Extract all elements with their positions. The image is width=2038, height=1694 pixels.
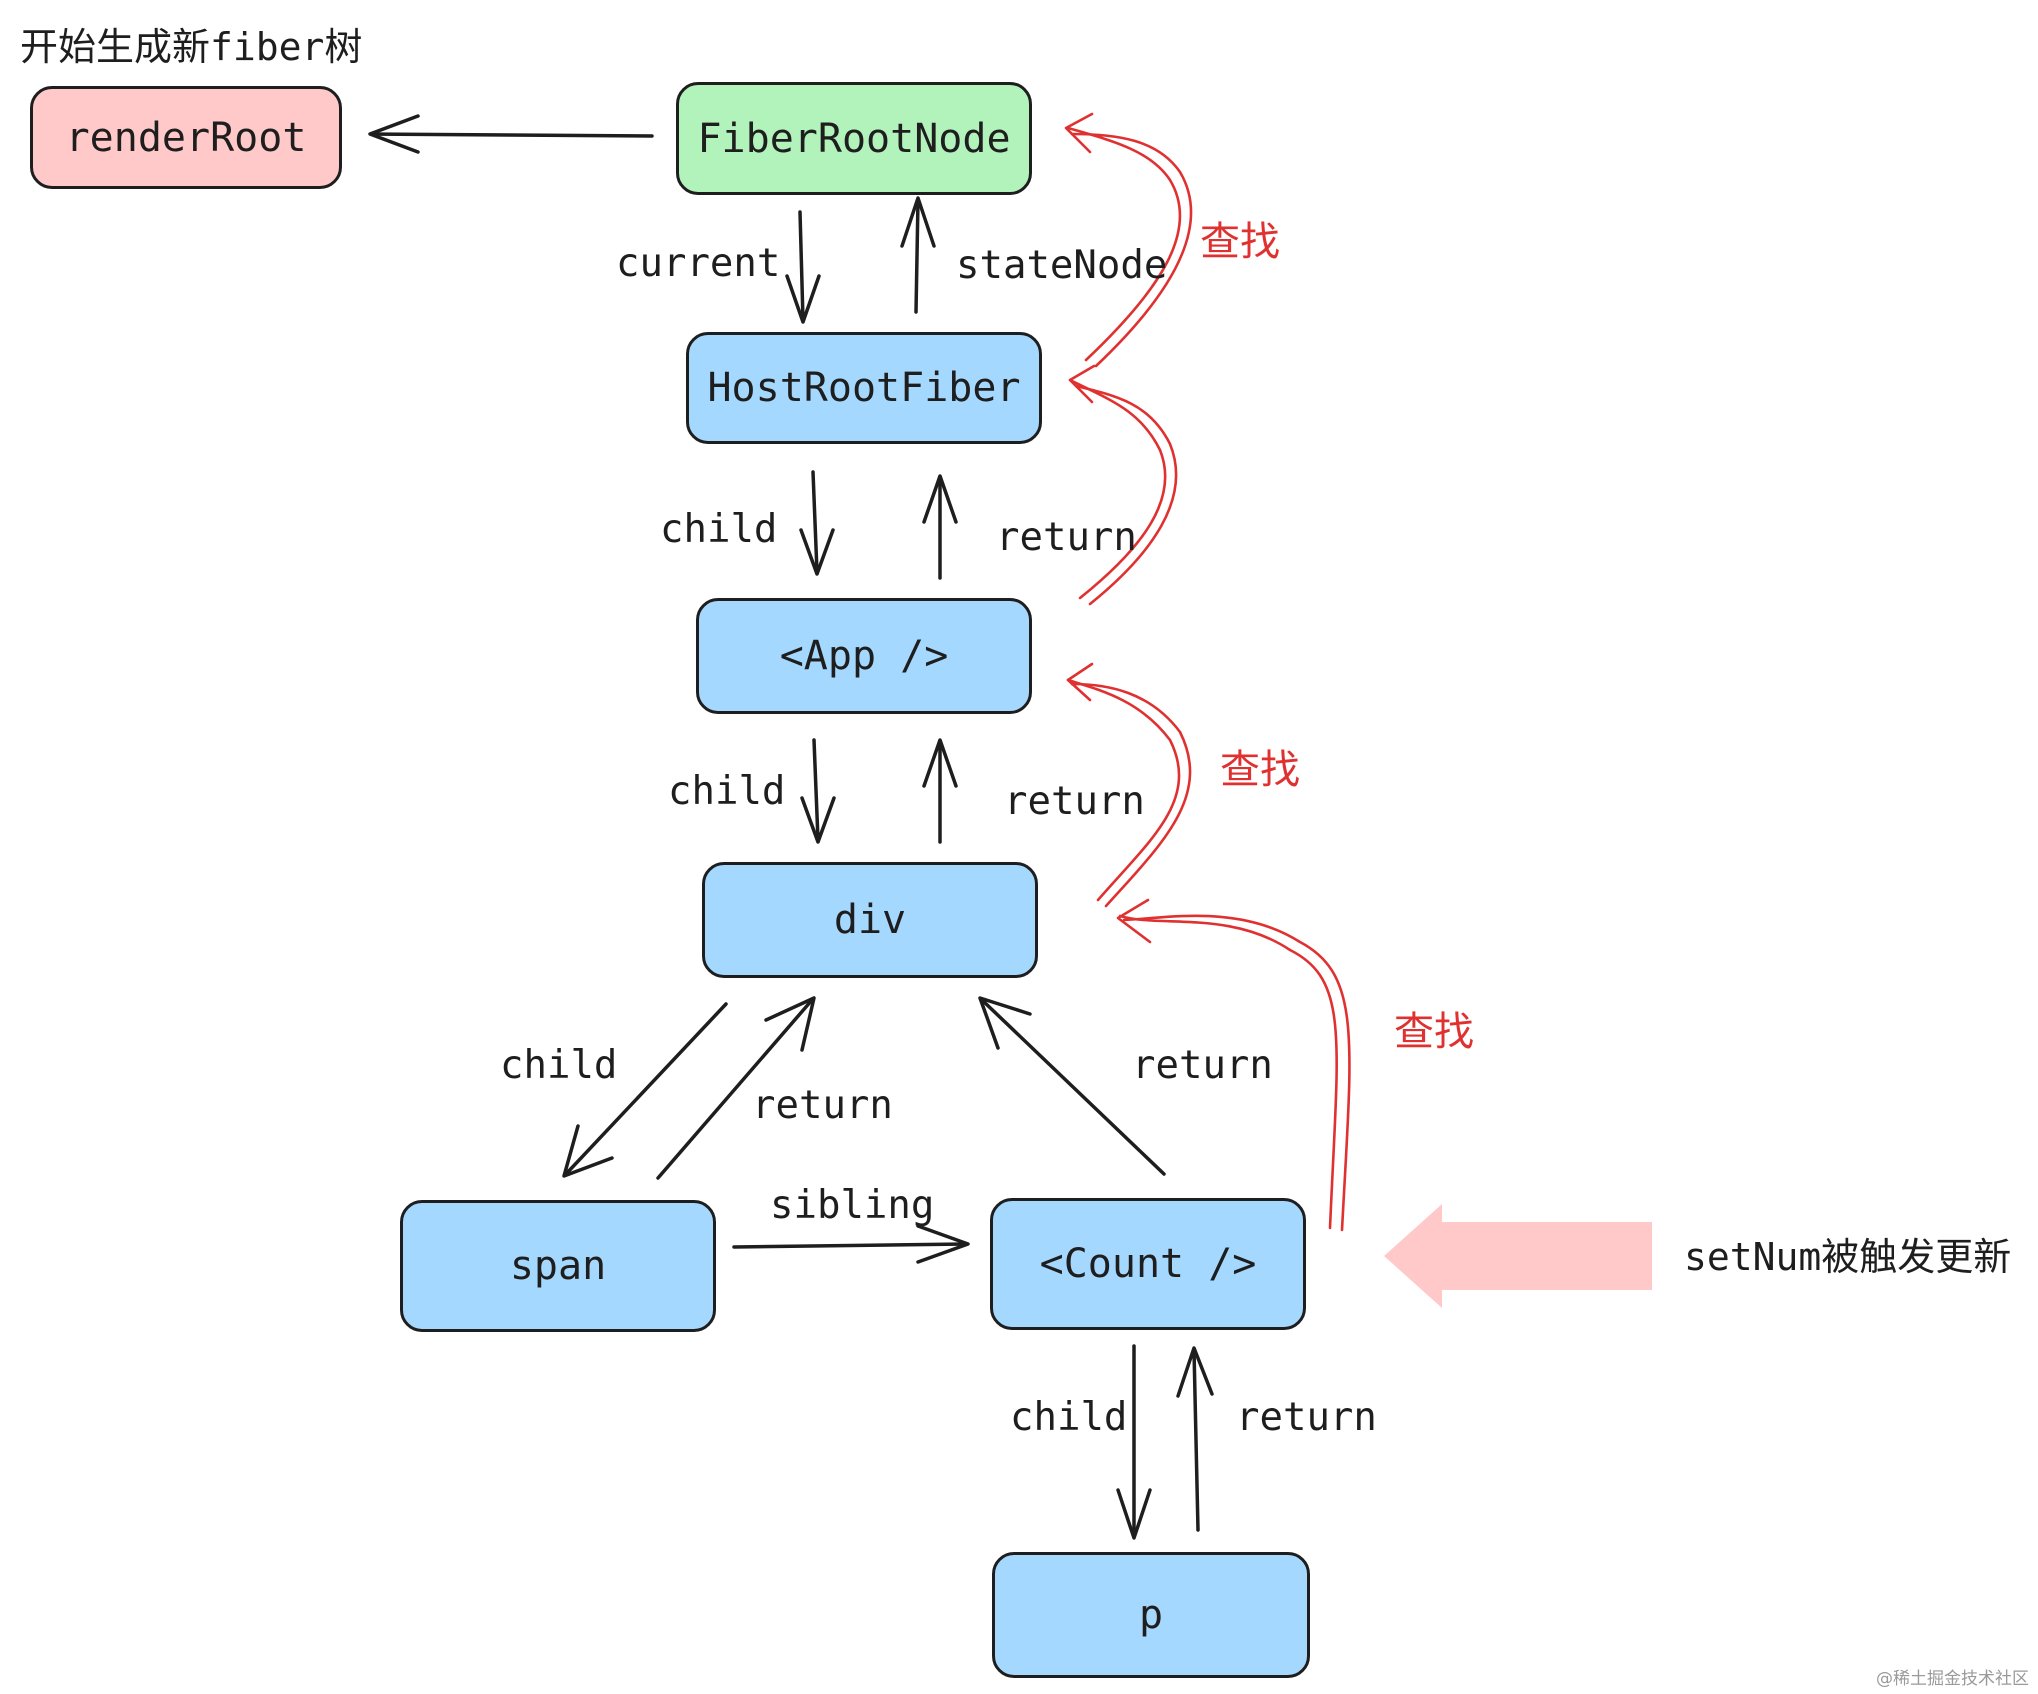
node-div-label: div: [833, 897, 907, 943]
edge-label-statenode: stateNode: [956, 243, 1168, 288]
node-p-label: p: [1138, 1592, 1164, 1638]
node-render-root-label: renderRoot: [65, 114, 307, 161]
node-count-label: <Count />: [1039, 1241, 1257, 1287]
watermark: @稀土掘金技术社区: [1876, 1669, 2029, 1689]
find-arc-app-to-host: [1068, 364, 1178, 606]
arrow-return-span-div: [656, 996, 816, 1180]
node-host-root-fiber-label: HostRootFiber: [707, 365, 1021, 411]
arrow-return-count-div: [978, 996, 1166, 1176]
edge-label-child-div-span: child: [500, 1043, 618, 1088]
arrow-child-div-span: [562, 1002, 728, 1178]
arrow-return-div-app: [922, 738, 958, 844]
node-host-root-fiber[interactable]: HostRootFiber: [686, 332, 1042, 444]
edge-label-return-span-div: return: [752, 1083, 893, 1128]
arrow-fiberroot-to-renderroot: [368, 114, 654, 154]
arrow-statenode: [900, 196, 936, 314]
edge-label-child-host-app: child: [660, 507, 778, 552]
arrow-return-p-count: [1176, 1346, 1214, 1532]
node-app-label: <App />: [779, 633, 949, 679]
node-app[interactable]: <App />: [696, 598, 1032, 714]
node-fiber-root-node-label: FiberRootNode: [697, 115, 1011, 162]
node-count[interactable]: <Count />: [990, 1198, 1306, 1330]
node-render-root[interactable]: renderRoot: [30, 86, 342, 189]
edge-label-current: current: [616, 241, 781, 286]
arrow-child-app-div: [800, 738, 836, 844]
arrow-child-host-app: [799, 470, 835, 576]
find-label-top: 查找: [1200, 219, 1280, 265]
arrow-sibling: [732, 1224, 970, 1264]
arrow-current: [785, 210, 821, 324]
arrow-return-app-host: [922, 474, 958, 580]
find-label-middle: 查找: [1220, 747, 1300, 793]
find-arc-div-to-app: [1066, 662, 1192, 908]
node-div[interactable]: div: [702, 862, 1038, 978]
node-fiber-root-node[interactable]: FiberRootNode: [676, 82, 1032, 195]
arrow-child-count-p: [1116, 1344, 1152, 1540]
trigger-arrow: [1384, 1204, 1652, 1308]
trigger-note: setNum被触发更新: [1684, 1235, 2012, 1279]
edge-label-return-div-app: return: [1004, 779, 1145, 824]
edge-label-return-app-host: return: [996, 515, 1137, 560]
edge-label-return-p-count: return: [1236, 1395, 1377, 1440]
header-note: 开始生成新fiber树: [20, 25, 363, 69]
node-span-label: span: [509, 1243, 607, 1289]
edge-label-child-app-div: child: [668, 769, 786, 814]
node-p[interactable]: p: [992, 1552, 1310, 1678]
edge-label-return-count-div: return: [1132, 1043, 1273, 1088]
node-span[interactable]: span: [400, 1200, 716, 1332]
find-arc-count-to-div: [1116, 898, 1351, 1232]
edge-label-child-count-p: child: [1010, 1395, 1128, 1440]
edge-label-sibling: sibling: [770, 1183, 935, 1228]
find-arc-host-to-fiberroot: [1064, 112, 1193, 368]
find-label-bottom: 查找: [1394, 1009, 1474, 1055]
